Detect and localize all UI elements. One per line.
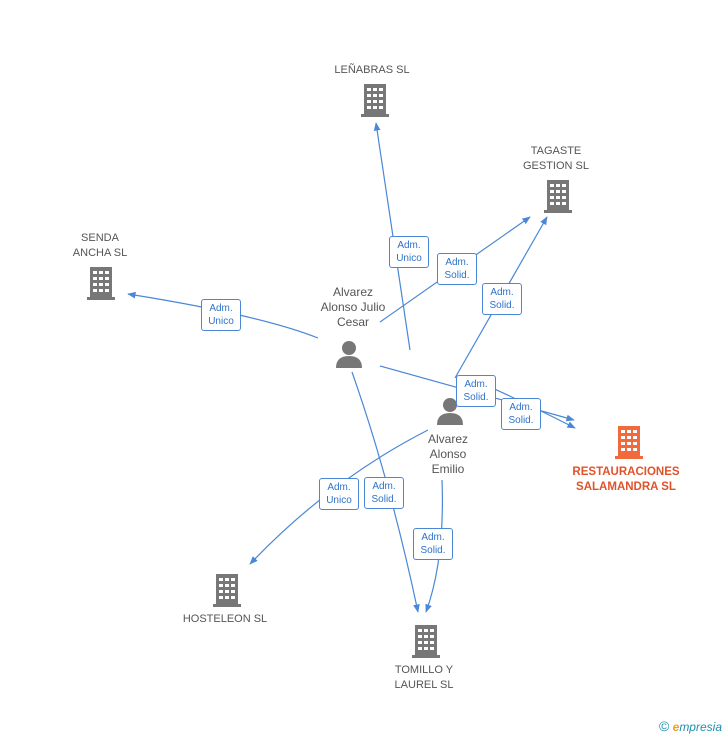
tagaste-building-icon: [544, 180, 572, 213]
brand-logo-text: mpresia: [679, 720, 722, 734]
relation-badge: Adm. Solid.: [456, 375, 496, 407]
relation-badge: Adm. Solid.: [413, 528, 453, 560]
hosteleon-building-icon: [213, 574, 241, 607]
relation-badge: Adm. Unico: [201, 299, 241, 331]
relation-badge: Adm. Unico: [389, 236, 429, 268]
company-label-hosteleon[interactable]: HOSTELEON SL: [182, 613, 268, 625]
relation-badge: Adm. Solid.: [437, 253, 477, 285]
company-label-senda[interactable]: SENDA ANCHA SL: [72, 232, 128, 259]
relation-badge: Adm. Solid.: [501, 398, 541, 430]
julio-person-icon: [336, 341, 362, 368]
emilio-person-icon: [437, 398, 463, 425]
relation-badge: Adm. Unico: [319, 478, 359, 510]
brand-watermark: © empresia: [659, 718, 722, 734]
company-label-tomillo[interactable]: TOMILLO Y LAUREL SL: [394, 664, 454, 691]
relation-badge: Adm. Solid.: [482, 283, 522, 315]
senda-building-icon: [87, 267, 115, 300]
relation-badge: Adm. Solid.: [364, 477, 404, 509]
copyright-icon: ©: [658, 718, 670, 734]
restauraciones-building-icon: [615, 426, 643, 459]
tomillo-building-icon: [412, 625, 440, 658]
edge-julio-senda: [127, 291, 319, 339]
person-label-emilio[interactable]: Alvarez Alonso Emilio: [427, 432, 469, 476]
brand-logo-e: e: [672, 720, 680, 734]
person-label-julio[interactable]: Alvarez Alonso Julio Cesar: [320, 285, 386, 329]
company-label-lenabras[interactable]: LEÑABRAS SL: [334, 64, 410, 76]
lenabras-building-icon: [361, 84, 389, 117]
company-label-tagaste[interactable]: TAGASTE GESTION SL: [522, 145, 590, 172]
company-label-restauraciones[interactable]: RESTAURACIONES SALAMANDRA SL: [572, 466, 680, 493]
